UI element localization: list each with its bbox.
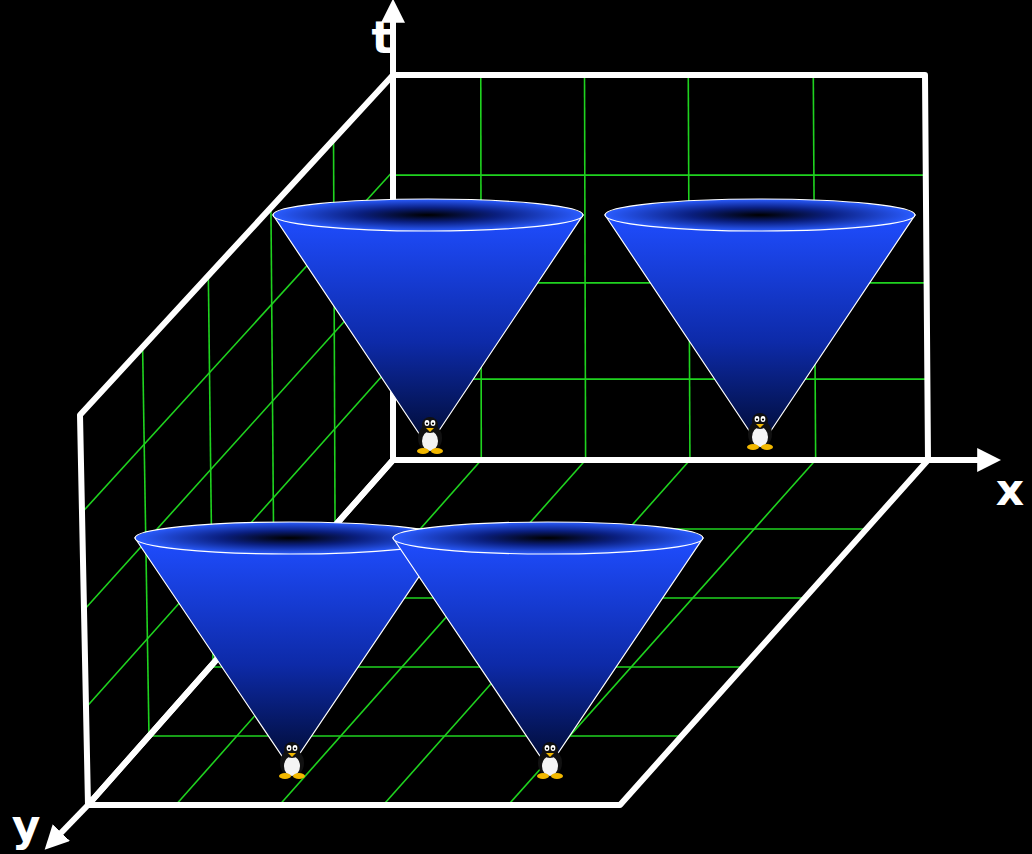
light-cone bbox=[135, 522, 445, 779]
light-cone bbox=[273, 199, 583, 454]
axis-label: y bbox=[12, 804, 41, 848]
axes-frame bbox=[58, 18, 982, 836]
grid-line bbox=[585, 75, 586, 460]
grid-line bbox=[149, 735, 682, 737]
axis-label: t bbox=[371, 16, 392, 60]
light-cone bbox=[393, 522, 703, 779]
grid-line bbox=[393, 174, 926, 176]
light-cones bbox=[135, 199, 915, 779]
axis-label: x bbox=[996, 468, 1024, 512]
grid-lines bbox=[82, 75, 927, 805]
light-cone bbox=[605, 199, 915, 450]
